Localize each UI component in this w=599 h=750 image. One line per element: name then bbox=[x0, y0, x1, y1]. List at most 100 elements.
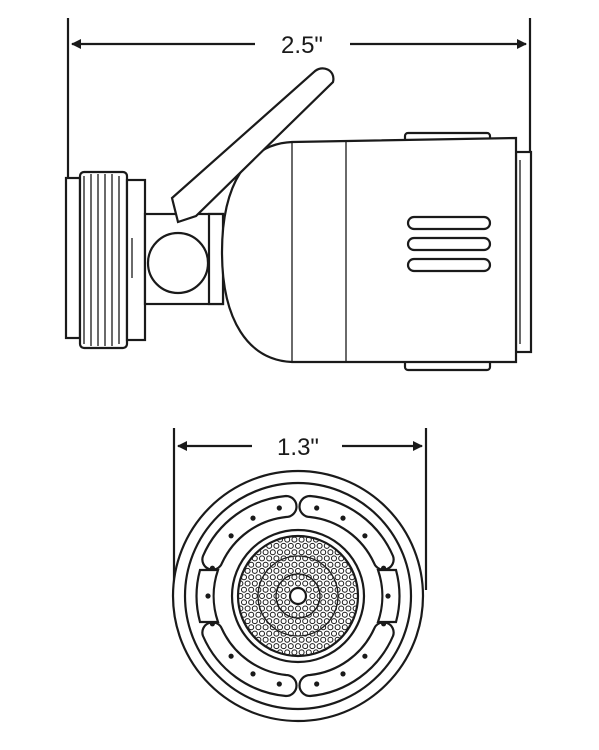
mesh-hole bbox=[338, 567, 345, 574]
mesh-hole bbox=[255, 574, 262, 581]
mesh-hole bbox=[305, 599, 312, 606]
mesh-hole bbox=[302, 605, 309, 612]
mesh-hole bbox=[248, 624, 255, 631]
mesh-hole bbox=[305, 574, 312, 581]
mesh-hole bbox=[305, 561, 312, 568]
mesh-hole bbox=[248, 586, 255, 593]
mesh-hole bbox=[334, 611, 341, 618]
mesh-hole bbox=[309, 605, 316, 612]
mesh-hole bbox=[280, 643, 287, 650]
mesh-hole bbox=[284, 636, 291, 643]
mesh-hole bbox=[298, 636, 305, 643]
mesh-hole bbox=[320, 599, 327, 606]
mesh-hole bbox=[284, 561, 291, 568]
nozzle-slot bbox=[201, 621, 298, 698]
mesh-hole bbox=[280, 580, 287, 587]
nozzle-dot bbox=[250, 515, 256, 521]
mesh-hole bbox=[316, 542, 323, 549]
nozzle-dot bbox=[381, 565, 387, 571]
nozzle-dot bbox=[314, 505, 320, 511]
nozzle-slot bbox=[195, 568, 220, 624]
mesh-hole bbox=[298, 561, 305, 568]
mesh-hole bbox=[320, 636, 327, 643]
mesh-hole bbox=[277, 624, 283, 631]
length-label: 2.5" bbox=[281, 32, 323, 59]
mesh-hole bbox=[280, 567, 287, 574]
mesh-hole bbox=[269, 611, 276, 618]
nozzle-slot bbox=[376, 568, 401, 624]
mesh-hole bbox=[345, 618, 352, 625]
mesh-hole bbox=[248, 561, 255, 568]
threaded-connector bbox=[64, 170, 147, 350]
mesh-hole bbox=[262, 599, 269, 606]
mesh-hole bbox=[295, 580, 301, 587]
mesh-hole bbox=[331, 630, 337, 637]
mesh-hole bbox=[327, 586, 334, 593]
mesh-hole bbox=[341, 611, 348, 618]
mesh-hole bbox=[338, 593, 345, 599]
mesh-hole bbox=[259, 630, 265, 637]
mesh-hole bbox=[273, 542, 280, 549]
length-dimension: 2.5" bbox=[66, 18, 532, 290]
mesh-hole bbox=[291, 549, 298, 556]
mesh-hole bbox=[287, 643, 294, 650]
mesh-hole bbox=[287, 605, 294, 612]
mesh-hole bbox=[345, 605, 352, 612]
mesh-hole bbox=[251, 605, 258, 612]
mesh-hole bbox=[345, 567, 352, 574]
mesh-hole bbox=[345, 580, 352, 587]
mesh-hole bbox=[320, 549, 327, 556]
mesh-hole bbox=[302, 542, 309, 549]
nozzle-slot bbox=[201, 494, 298, 571]
mesh-hole bbox=[284, 574, 291, 581]
mesh-hole bbox=[255, 561, 262, 568]
nozzle-dot bbox=[340, 515, 346, 521]
mesh-hole bbox=[345, 593, 352, 599]
mesh-hole bbox=[323, 555, 330, 562]
mesh-hole bbox=[316, 580, 323, 587]
mesh-hole bbox=[280, 542, 287, 549]
mesh-hole bbox=[259, 618, 265, 625]
mesh-hole bbox=[305, 586, 312, 593]
mesh-hole bbox=[327, 636, 334, 643]
mesh-hole bbox=[323, 630, 330, 637]
mesh-hole bbox=[327, 549, 334, 556]
mesh-hole bbox=[305, 624, 312, 631]
mesh-hole bbox=[298, 624, 305, 631]
mesh-hole bbox=[244, 618, 251, 625]
front-view: 1.3" bbox=[171, 428, 428, 723]
mesh-hole bbox=[273, 567, 280, 574]
mesh-hole bbox=[277, 611, 283, 618]
mesh-hole bbox=[349, 586, 355, 593]
nozzle-dot bbox=[276, 505, 282, 511]
mesh-hole bbox=[273, 580, 280, 587]
mesh-hole bbox=[309, 593, 316, 599]
nozzle-dot bbox=[228, 533, 234, 539]
mesh-hole bbox=[251, 567, 258, 574]
mesh-hole bbox=[266, 605, 273, 612]
mesh-hole bbox=[313, 561, 319, 568]
mesh-hole bbox=[255, 624, 262, 631]
face-inner-rim bbox=[183, 481, 413, 711]
mesh-hole bbox=[316, 630, 323, 637]
mesh-hole bbox=[277, 636, 283, 643]
mesh-hole bbox=[277, 574, 283, 581]
mesh-hole bbox=[277, 561, 283, 568]
end-cap bbox=[514, 150, 533, 354]
mesh-hole bbox=[280, 618, 287, 625]
nozzle-slot bbox=[298, 494, 395, 571]
connector-threads bbox=[78, 170, 129, 350]
mesh-hole bbox=[313, 624, 319, 631]
spray-screen-edge bbox=[236, 534, 360, 658]
mesh-hole bbox=[313, 636, 319, 643]
mesh-hole bbox=[313, 549, 319, 556]
mesh-hole bbox=[244, 580, 251, 587]
connector-rim bbox=[64, 176, 82, 340]
nozzle-dot bbox=[314, 681, 320, 687]
mesh-hole bbox=[309, 555, 316, 562]
mesh-hole bbox=[309, 618, 316, 625]
mesh-hole bbox=[266, 630, 273, 637]
mesh-hole bbox=[327, 624, 334, 631]
mesh-hole bbox=[334, 624, 341, 631]
